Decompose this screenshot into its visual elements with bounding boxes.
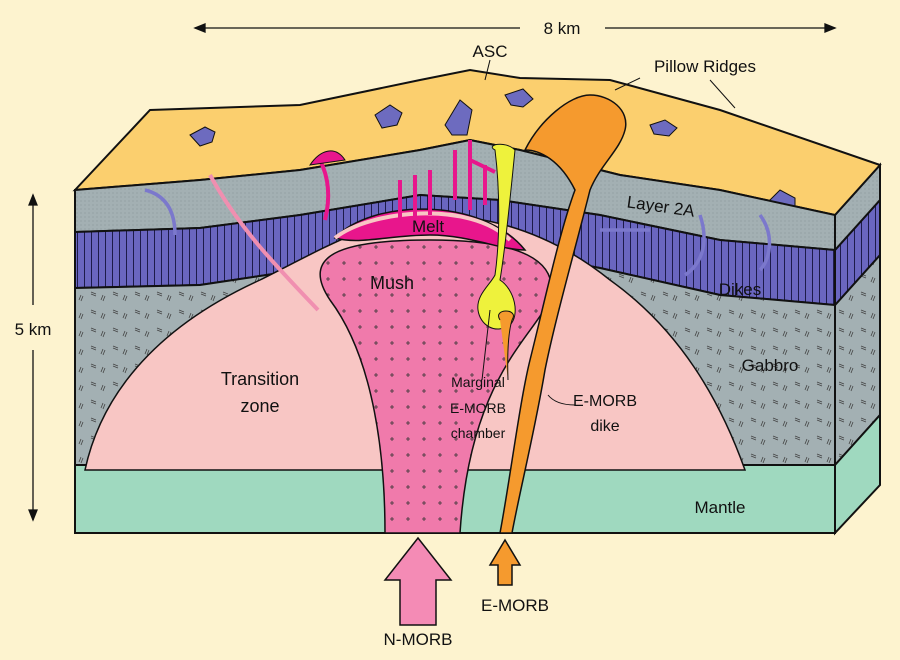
mush-label: Mush xyxy=(370,273,414,293)
melt-dikes xyxy=(308,140,496,225)
gabbro-label: Gabbro xyxy=(742,356,799,375)
marginal-chamber-label-1: Marginal xyxy=(451,374,505,390)
width-scale-arrow xyxy=(193,23,837,33)
pillow-ridges-label: Pillow Ridges xyxy=(654,57,756,76)
n-morb-arrow xyxy=(383,536,453,626)
depth-scale-label: 5 km xyxy=(15,320,52,339)
e-morb-arrow xyxy=(488,538,522,586)
width-scale-label: 8 km xyxy=(544,19,581,38)
transition-zone-label-1: Transition xyxy=(221,369,299,389)
marginal-chamber-label-3: chamber xyxy=(451,425,506,441)
pink-dike xyxy=(208,174,320,312)
emorb-dike-label-2: dike xyxy=(590,418,619,435)
mantle-label: Mantle xyxy=(694,498,745,517)
relict-dikes xyxy=(144,188,772,277)
dikes-label: Dikes xyxy=(719,280,762,299)
transition-zone-label-2: zone xyxy=(240,396,279,416)
asc-label: ASC xyxy=(473,42,508,61)
e-morb-label: E-MORB xyxy=(481,596,549,615)
n-morb-label: N-MORB xyxy=(384,630,453,649)
melt-label: Melt xyxy=(412,217,444,236)
pillow-lavas xyxy=(189,88,796,218)
marginal-chamber-label-2: E-MORB xyxy=(450,400,506,416)
emorb-dike xyxy=(499,94,627,534)
depth-scale-arrow xyxy=(28,193,38,522)
leader-lines xyxy=(481,59,736,406)
emorb-dike-label-1: E-MORB xyxy=(573,393,637,410)
